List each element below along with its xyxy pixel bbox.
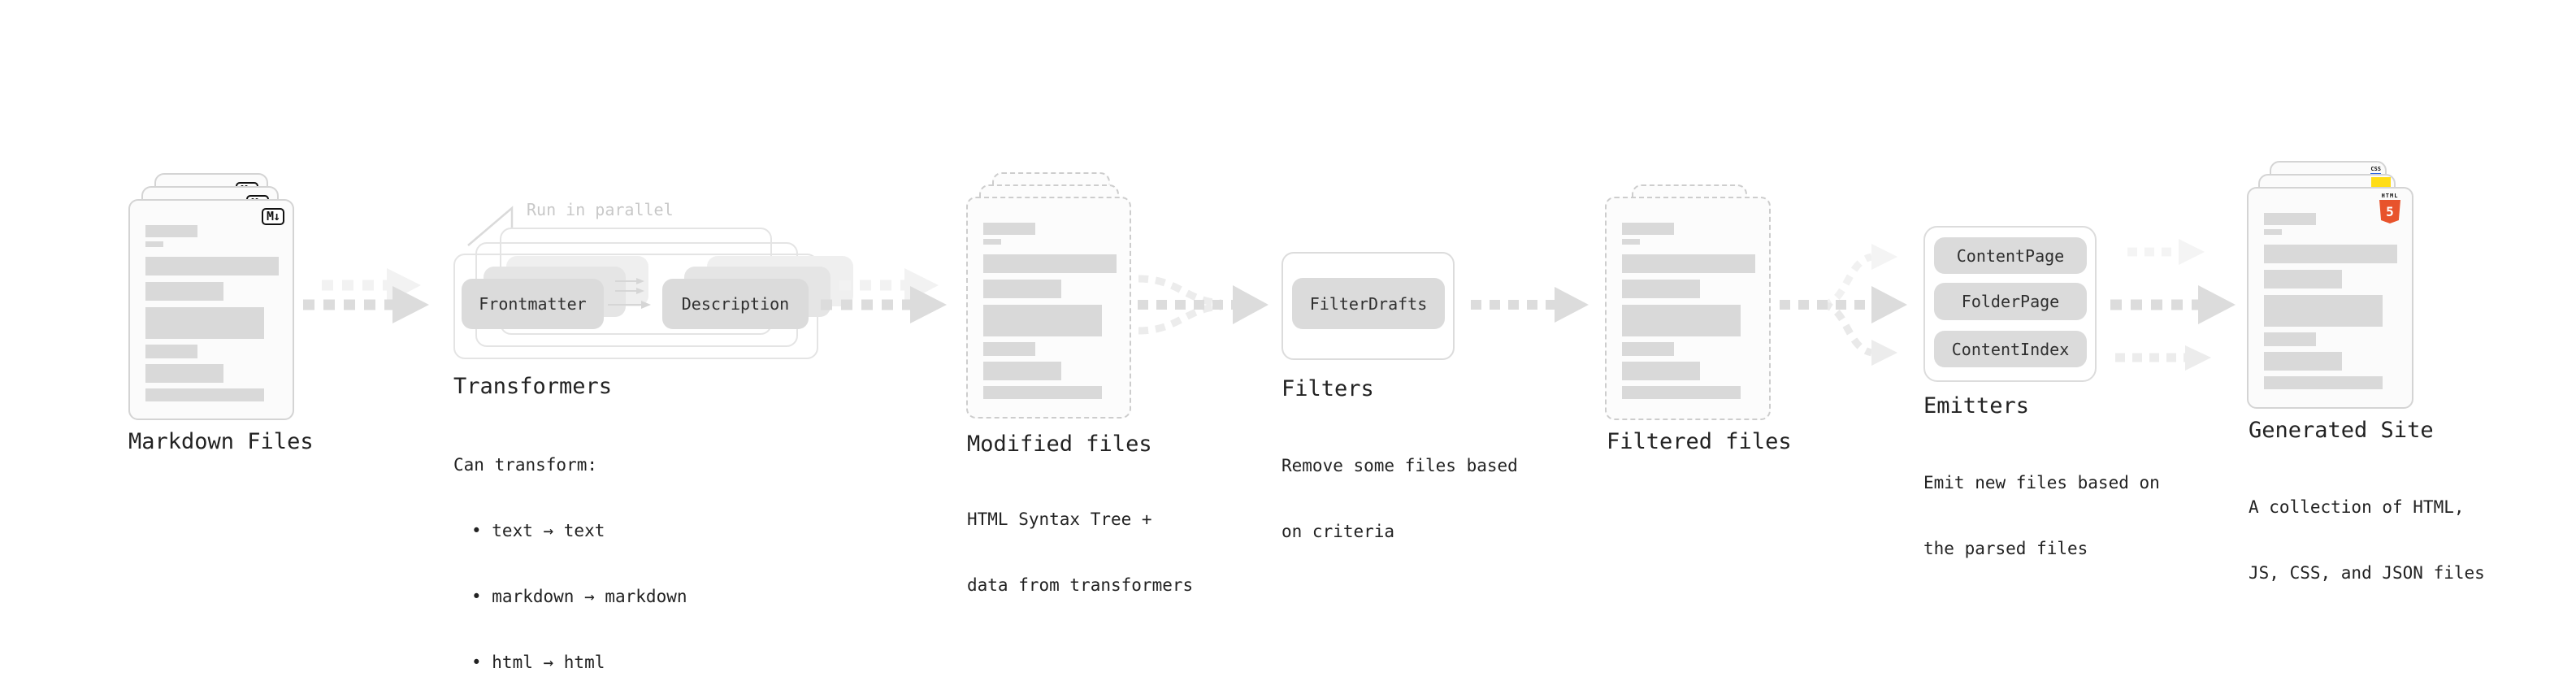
js-icon bbox=[2371, 177, 2391, 188]
flow-arrow-3 bbox=[1471, 287, 1589, 323]
stage-label-filters: Filters bbox=[1281, 376, 1374, 401]
filter-drafts-pill: FilterDrafts bbox=[1292, 278, 1445, 329]
desc-line: data from transformers bbox=[967, 575, 1194, 595]
desc-line: Emit new files based on bbox=[1923, 473, 2160, 492]
annotation-leader-line bbox=[467, 206, 514, 246]
desc-bullet: • html → html bbox=[471, 653, 605, 672]
filtered-page-front bbox=[1605, 197, 1771, 420]
stage-label-markdown-files: Markdown Files bbox=[128, 429, 314, 454]
parallel-mini-arrows bbox=[608, 278, 651, 309]
desc-line: on criteria bbox=[1281, 522, 1395, 541]
description-pill: Description bbox=[662, 279, 809, 329]
document-text-placeholder bbox=[145, 225, 279, 401]
stage-label-emitters: Emitters bbox=[1923, 393, 2030, 419]
flow-arrow-2 bbox=[821, 268, 947, 323]
generated-site-description: A collection of HTML, JS, CSS, and JSON … bbox=[2249, 453, 2485, 628]
markdown-page-front: M↓ bbox=[128, 199, 294, 420]
run-in-parallel-note: Run in parallel bbox=[527, 200, 674, 219]
html5-icon-word: HTML bbox=[2381, 193, 2399, 199]
content-index-pill: ContentIndex bbox=[1934, 331, 2087, 367]
html5-icon: HTML 5 bbox=[2378, 193, 2402, 223]
folder-page-pill: FolderPage bbox=[1934, 283, 2087, 320]
transformers-description: Can transform: • text → text • markdown … bbox=[453, 410, 687, 681]
document-text-placeholder bbox=[1622, 223, 1755, 399]
modified-files-description: HTML Syntax Tree + data from transformer… bbox=[967, 465, 1193, 640]
stage-label-transformers: Transformers bbox=[453, 374, 613, 399]
generated-page-html: HTML 5 bbox=[2247, 187, 2413, 409]
desc-line: Remove some files based bbox=[1281, 456, 1518, 475]
content-page-pill: ContentPage bbox=[1934, 237, 2087, 274]
document-text-placeholder bbox=[2264, 213, 2397, 389]
desc-line: JS, CSS, and JSON files bbox=[2249, 563, 2485, 583]
modified-page-front bbox=[966, 197, 1131, 419]
desc-line: A collection of HTML, bbox=[2249, 497, 2465, 517]
flow-arrow-parallel bbox=[2110, 239, 2236, 371]
filters-description: Remove some files based on criteria bbox=[1281, 411, 1518, 587]
desc-bullet: • text → text bbox=[471, 521, 605, 540]
flow-arrow-1 bbox=[303, 268, 429, 323]
desc-line: the parsed files bbox=[1923, 539, 2088, 558]
desc-line: HTML Syntax Tree + bbox=[967, 510, 1152, 529]
html5-icon-shield: 5 bbox=[2379, 200, 2400, 223]
markdown-icon: M↓ bbox=[261, 208, 284, 225]
desc-bullet: • markdown → markdown bbox=[471, 587, 687, 606]
document-text-placeholder bbox=[983, 223, 1117, 399]
emitters-description: Emit new files based on the parsed files bbox=[1923, 428, 2160, 604]
frontmatter-pill: Frontmatter bbox=[462, 279, 604, 329]
desc-line: Can transform: bbox=[453, 455, 598, 475]
stage-label-filtered-files: Filtered files bbox=[1607, 429, 1792, 454]
flow-arrow-merge bbox=[1138, 275, 1268, 335]
stage-label-modified-files: Modified files bbox=[967, 432, 1152, 457]
flow-arrow-fanout bbox=[1780, 244, 1907, 366]
stage-label-generated-site: Generated Site bbox=[2249, 418, 2434, 443]
